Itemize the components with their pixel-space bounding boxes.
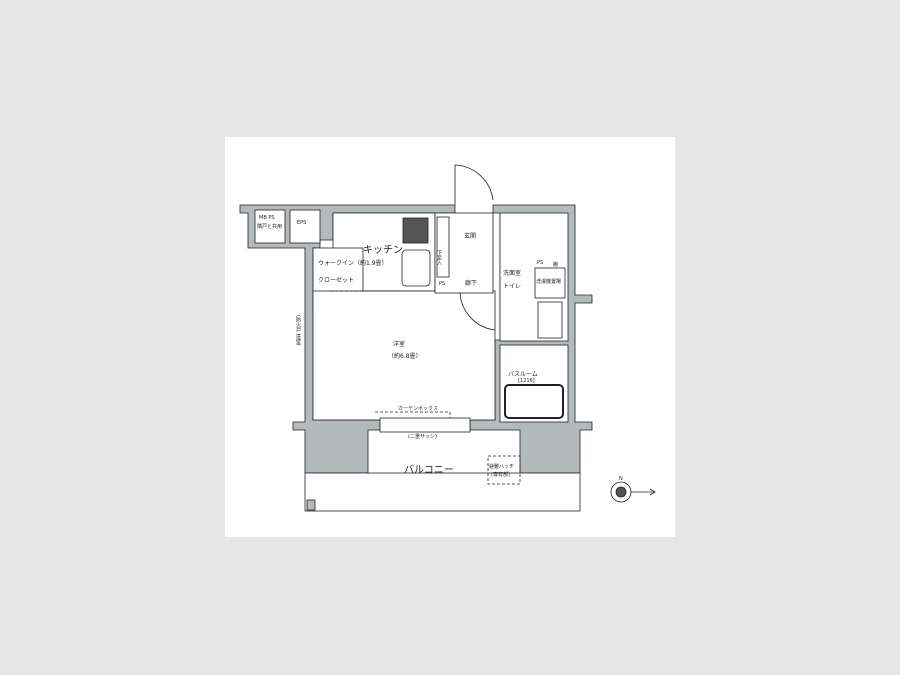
closet-label: クローゼット xyxy=(318,276,354,284)
eps-box xyxy=(289,209,321,244)
room-door-swing xyxy=(459,292,496,331)
stove-icon xyxy=(402,217,429,244)
ps-wash-label: PS xyxy=(537,260,543,266)
hallway-label: 廊下 xyxy=(465,279,477,287)
balcony-label: バルコニー xyxy=(404,464,454,476)
fire-door-label: (防火戸 境壁) xyxy=(295,315,301,346)
shoe-storage-label: 下足入 xyxy=(436,250,442,265)
entrance-label: 玄関 xyxy=(464,232,476,240)
western-room-size: （約6.8畳） xyxy=(388,352,422,360)
laundry-box xyxy=(534,267,566,299)
mb-ps-note: 隣戸と共用 xyxy=(257,223,282,230)
window-sash xyxy=(379,417,471,433)
shelf-label: 棚 xyxy=(553,261,558,268)
compass-north-label: N xyxy=(619,476,623,482)
hatch-outline xyxy=(487,455,521,485)
hatch-note: (専有部) xyxy=(491,471,510,478)
ps-hall-label: PS xyxy=(439,281,445,287)
toilet-label: トイレ xyxy=(503,283,521,290)
sink-icon xyxy=(401,249,431,287)
western-room-label: 洋室 xyxy=(393,340,405,348)
washroom-label: 洗面室 xyxy=(503,269,521,277)
curtain-box-line xyxy=(375,411,451,418)
bathtub-icon xyxy=(504,384,564,419)
mb-ps-label: MB PS xyxy=(259,215,275,221)
laundry-label: 洗濯機置場 xyxy=(536,278,561,285)
walkin-label: ウォークイン（約1.9畳） xyxy=(318,259,388,267)
shoe-cabinet xyxy=(436,216,450,278)
kitchen-label: キッチン xyxy=(363,244,403,256)
double-sash-label: (二重サッシ) xyxy=(408,433,437,440)
mb-ps-box xyxy=(254,209,286,244)
bath-size-label: [1216] xyxy=(518,378,535,384)
curtain-box-label: カーテンボックス xyxy=(398,405,438,412)
entrance-door-swing xyxy=(454,164,494,205)
balcony-post xyxy=(306,499,316,511)
hatch-label: 避難ハッチ xyxy=(489,463,514,470)
eps-label: EPS xyxy=(297,220,306,226)
bathroom-label: バスルーム xyxy=(508,371,538,378)
vanity-icon xyxy=(537,301,563,339)
balcony-area xyxy=(304,472,581,512)
